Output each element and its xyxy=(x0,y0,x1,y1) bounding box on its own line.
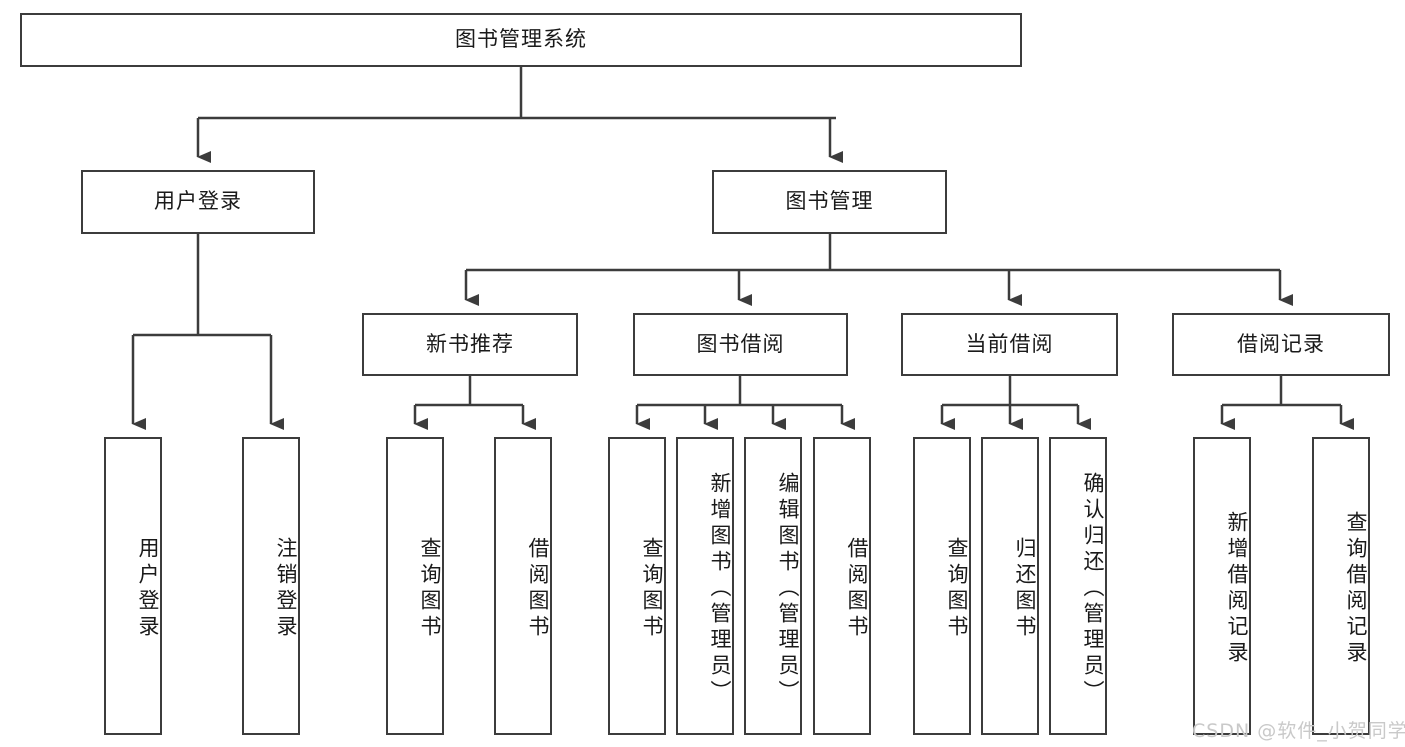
node-label: 查询图书 xyxy=(640,537,664,641)
node-label: 新增图书（管理员） xyxy=(708,472,732,706)
node-label: 用户登录 xyxy=(154,189,242,214)
node-label: 归还图书 xyxy=(1013,537,1037,641)
node-current-borrowing[interactable]: 当前借阅 xyxy=(901,313,1118,376)
node-label: 编辑图书（管理员） xyxy=(776,472,800,706)
leaf-new-book-borrow-book[interactable]: 借阅图书 xyxy=(494,437,552,735)
node-book-borrowing[interactable]: 图书借阅 xyxy=(633,313,848,376)
leaf-record-add-borrow-record[interactable]: 新增借阅记录 xyxy=(1193,437,1251,735)
node-root-book-management-system[interactable]: 图书管理系统 xyxy=(20,13,1022,67)
leaf-user-login-login[interactable]: 用户登录 xyxy=(104,437,162,735)
node-label: 新增借阅记录 xyxy=(1225,511,1249,667)
leaf-current-confirm-return-admin[interactable]: 确认归还（管理员） xyxy=(1049,437,1107,735)
node-label: 新书推荐 xyxy=(426,331,514,356)
node-user-login[interactable]: 用户登录 xyxy=(81,170,315,234)
node-label: 当前借阅 xyxy=(965,331,1054,356)
node-book-management[interactable]: 图书管理 xyxy=(712,170,947,234)
node-label: 图书管理 xyxy=(785,189,874,214)
node-label: 借阅图书 xyxy=(845,537,869,641)
node-label: 用户登录 xyxy=(136,537,160,641)
leaf-current-return-book[interactable]: 归还图书 xyxy=(981,437,1039,735)
node-label: 查询图书 xyxy=(418,537,442,641)
leaf-borrow-add-book-admin[interactable]: 新增图书（管理员） xyxy=(676,437,734,735)
node-label: 确认归还（管理员） xyxy=(1081,472,1105,706)
leaf-borrow-borrow-book[interactable]: 借阅图书 xyxy=(813,437,871,735)
leaf-borrow-edit-book-admin[interactable]: 编辑图书（管理员） xyxy=(744,437,802,735)
csdn-watermark: CSDN @软件_小贺同学 xyxy=(1192,720,1405,742)
leaf-new-book-query-book[interactable]: 查询图书 xyxy=(386,437,444,735)
node-label: 图书借阅 xyxy=(696,331,785,356)
node-label: 图书管理系统 xyxy=(455,27,587,52)
leaf-record-query-borrow-record[interactable]: 查询借阅记录 xyxy=(1312,437,1370,735)
node-label: 注销登录 xyxy=(274,537,298,641)
leaf-user-login-logout[interactable]: 注销登录 xyxy=(242,437,300,735)
leaf-current-query-book[interactable]: 查询图书 xyxy=(913,437,971,735)
node-new-book-recommendation[interactable]: 新书推荐 xyxy=(362,313,578,376)
leaf-borrow-query-book[interactable]: 查询图书 xyxy=(608,437,666,735)
node-label: 借阅记录 xyxy=(1237,331,1325,356)
node-label: 借阅图书 xyxy=(526,537,550,641)
node-label: 查询图书 xyxy=(945,537,969,641)
node-label: 查询借阅记录 xyxy=(1344,511,1368,667)
node-borrowing-record[interactable]: 借阅记录 xyxy=(1172,313,1390,376)
